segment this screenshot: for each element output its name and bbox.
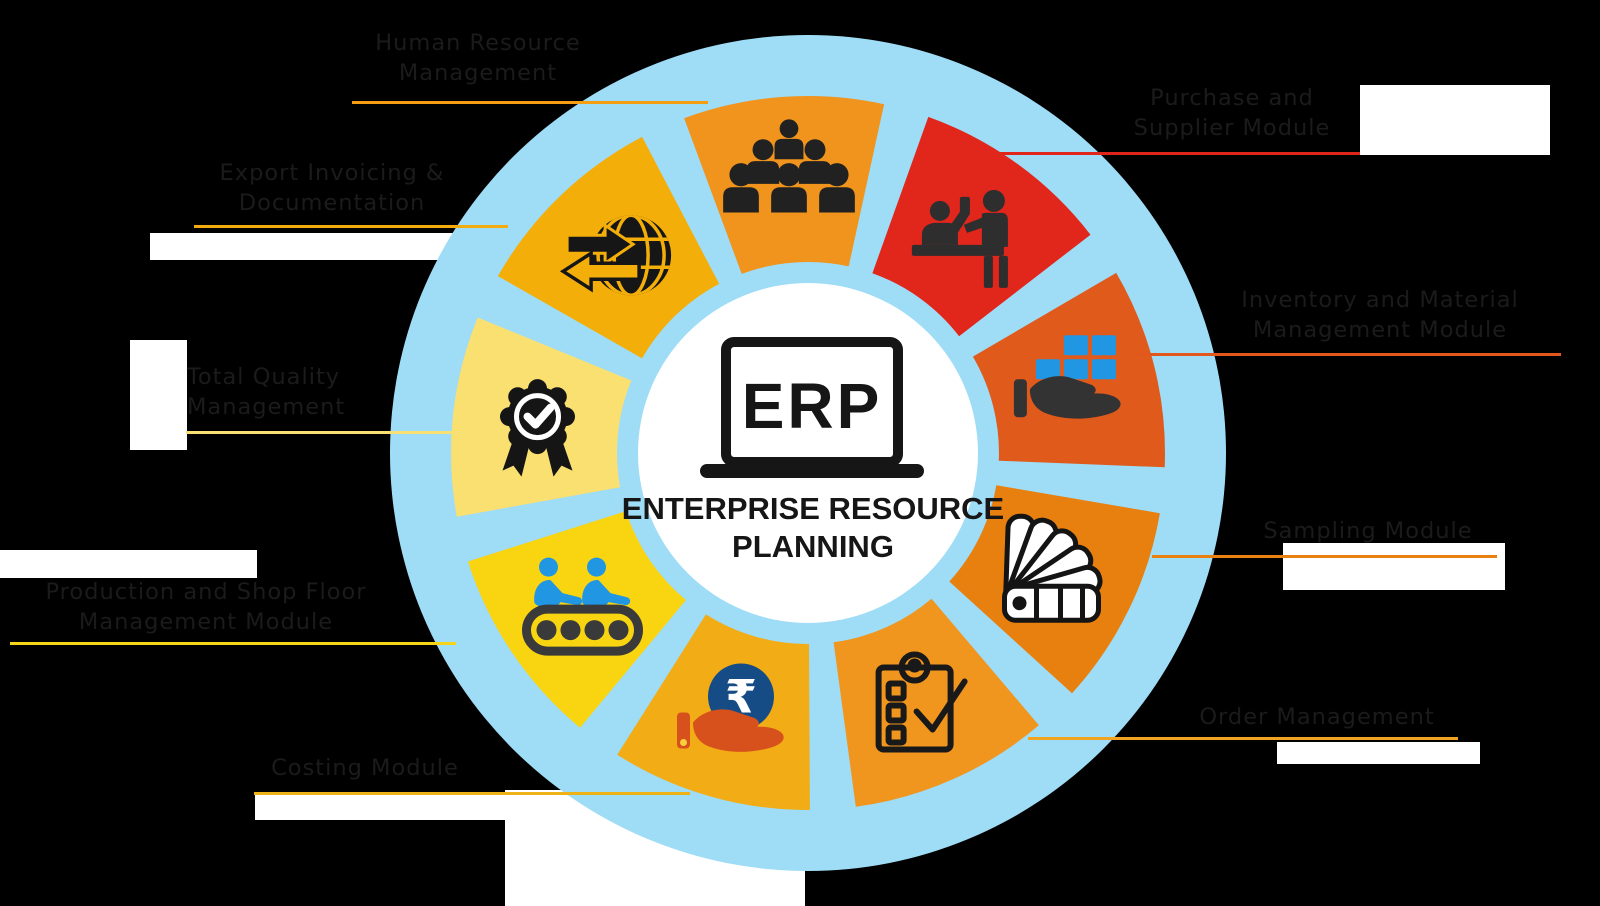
- leader-line-order-management: [1028, 737, 1458, 740]
- white-artifact: [1277, 742, 1480, 764]
- white-artifact: [150, 233, 460, 260]
- white-artifact: [1360, 85, 1550, 155]
- segment-production-shop-floor-management-module: [467, 511, 686, 728]
- label-costing-module: Costing Module: [271, 755, 459, 781]
- label-inventory-material-management-module: Inventory and Material Management Module: [1241, 287, 1519, 343]
- leader-line-sampling-module: [1152, 555, 1497, 558]
- segment-order-management: [833, 598, 1039, 807]
- label-production-shop-floor-management-module: Production and Shop Floor Management Mod…: [45, 579, 367, 635]
- label-purchase-supplier-module: Purchase and Supplier Module: [1133, 85, 1331, 141]
- laptop-icon: ERP: [700, 337, 924, 478]
- label-total-quality-management: Total Quality Management: [187, 364, 346, 420]
- center-title: ENTERPRISE RESOURCE PLANNING: [621, 491, 1005, 564]
- leader-line-export-invoicing-documentation: [194, 225, 508, 228]
- white-artifact: [0, 550, 257, 578]
- leader-line-production-shop-floor-management-module: [10, 642, 456, 645]
- label-export-invoicing-documentation: Export Invoicing & Documentation: [219, 160, 445, 216]
- label-human-resource-management: Human Resource Management: [375, 30, 581, 86]
- white-artifact: [130, 340, 187, 450]
- white-artifact: [255, 795, 512, 820]
- leader-line-costing-module: [254, 792, 690, 795]
- leader-line-inventory-material-management-module: [1136, 353, 1561, 356]
- erp-acronym: ERP: [742, 370, 883, 442]
- leader-line-human-resource-management: [352, 101, 708, 104]
- label-sampling-module: Sampling Module: [1263, 518, 1473, 544]
- leader-line-purchase-supplier-module: [996, 152, 1360, 155]
- white-artifact: [1283, 543, 1505, 590]
- label-order-management: Order Management: [1199, 704, 1435, 730]
- leader-line-total-quality-management: [186, 431, 472, 434]
- wheel-segments: [451, 96, 1165, 811]
